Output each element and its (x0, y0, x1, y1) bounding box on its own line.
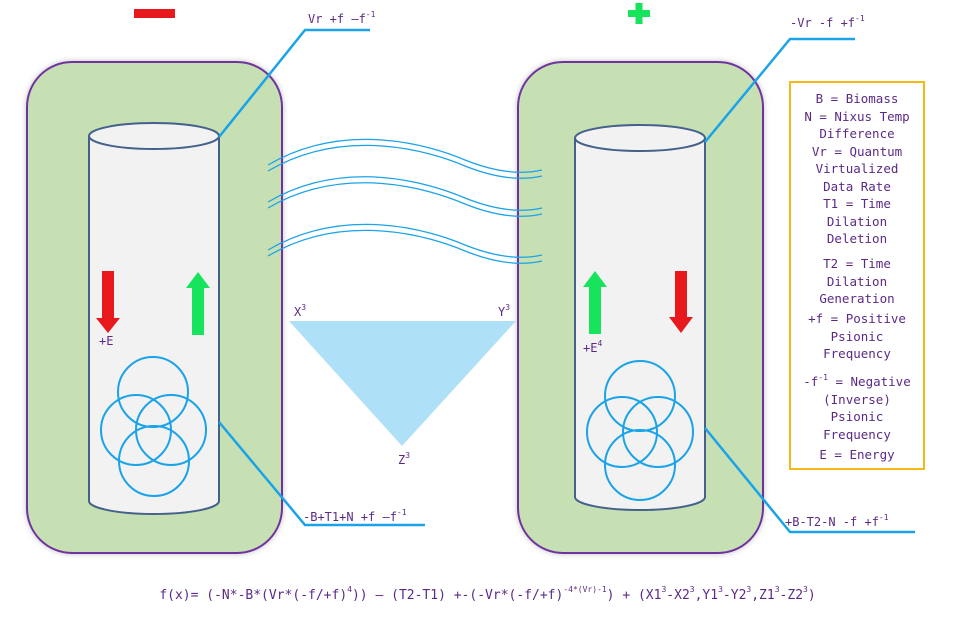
legend-box: B = Biomass N = Nixus Temp Difference Vr… (789, 81, 925, 470)
right-bottom-label: +B-T2-N -f +f-1 (785, 513, 889, 530)
legend-line: Virtualized (815, 161, 899, 176)
legend-line: Data Rate (823, 178, 891, 194)
triangle-z-label: Z3 (398, 451, 411, 468)
right-cylinder (574, 124, 706, 511)
legend-line: T2 = Time (823, 256, 891, 271)
legend-line: E = Energy (819, 447, 895, 462)
legend-line: Psionic (830, 328, 884, 344)
right-top-label: -Vr -f +f-1 (790, 14, 865, 31)
minus-sign (134, 9, 175, 18)
left-top-label: Vr +f –f-1 (308, 10, 376, 27)
left-cylinder (88, 122, 220, 515)
left-energy-label: +E (99, 334, 114, 348)
legend-line: T1 = Time (823, 196, 891, 211)
legend-line: Frequency (823, 346, 891, 361)
legend-line: -f-1 = Negative (803, 373, 911, 390)
triangle-y-label: Y3 (498, 303, 511, 320)
legend-line: B = Biomass (815, 91, 899, 106)
legend-line: Generation (819, 291, 895, 306)
legend-line: Difference (819, 126, 895, 141)
left-up-arrow (186, 272, 210, 335)
xyz-triangle (289, 321, 516, 446)
legend-line: Psionic (830, 409, 884, 424)
right-energy-label: +E4 (583, 339, 603, 356)
left-down-arrow (96, 271, 120, 333)
legend-line: Vr = Quantum (811, 143, 903, 159)
legend-line: (Inverse) (823, 391, 891, 407)
legend-line: Deletion (826, 231, 888, 246)
right-up-arrow (583, 271, 607, 334)
wave-lines (267, 138, 543, 264)
legend-line: Dilation (826, 273, 888, 289)
left-bottom-label: -B+T1+N +f –f-1 (303, 508, 407, 525)
right-circles-icon (586, 360, 694, 501)
connector-lines (218, 28, 915, 534)
right-down-arrow (669, 271, 693, 333)
legend-line: Dilation (826, 213, 888, 229)
triangle-x-label: X3 (294, 303, 307, 320)
left-circles-icon (100, 356, 207, 497)
legend-line: Frequency (823, 426, 891, 442)
legend-line: +f = Positive (808, 311, 906, 326)
legend-line: N = Nixus Temp (804, 108, 910, 124)
formula: f(x)= (-N*-B*(Vr*(-f/+f)4)) – (T2-T1) +-… (159, 585, 816, 604)
plus-sign (628, 3, 650, 24)
